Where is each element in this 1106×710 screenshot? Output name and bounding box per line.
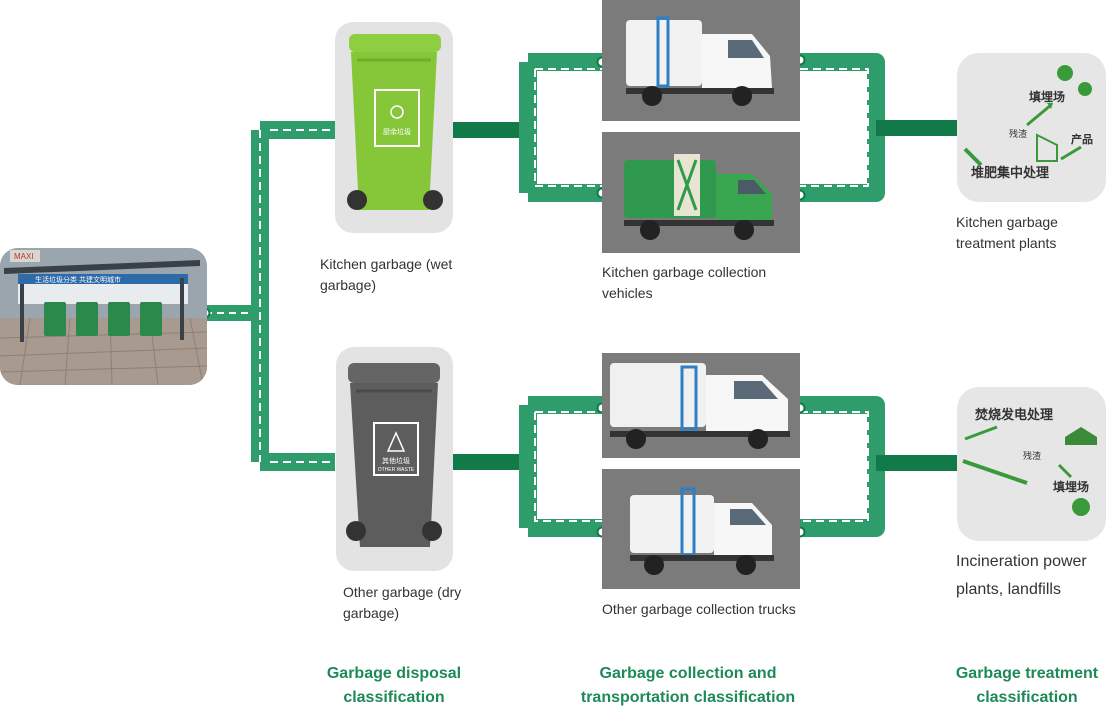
- station-banner-text: 生活垃圾分类 共建文明城市: [35, 275, 121, 284]
- kitchen-plant-label: Kitchen garbage treatment plants: [956, 214, 1058, 251]
- kitchen-vehicle-photo-2: [602, 132, 800, 253]
- kitchen-bin-photo: 厨余垃圾: [335, 22, 453, 233]
- other-plant-diagram: 焚烧发电处理 残渣 填埋场: [957, 387, 1106, 541]
- category-treatment: Garbage treatment classification: [955, 665, 1099, 706]
- other-bin-photo: 其他垃圾 OTHER WASTE: [336, 347, 453, 571]
- other-bin-subtext: OTHER WASTE: [378, 467, 415, 473]
- other-plant-text-2: 残渣: [1023, 450, 1041, 461]
- other-vehicle-photo-2: [602, 469, 800, 589]
- kitchen-plant-text-1: 填埋场: [1029, 89, 1065, 104]
- other-bin-label: Other garbage (dry garbage): [343, 584, 462, 621]
- kitchen-bin-label: Kitchen garbage (wet garbage): [320, 256, 453, 293]
- kitchen-vehicle-photo-1: [602, 0, 800, 121]
- other-plant-text-1: 焚烧发电处理: [974, 407, 1053, 422]
- collection-station-photo: MAXI 生活垃圾分类 共建文明城市: [0, 248, 207, 385]
- other-vehicle-photo-1: [602, 353, 800, 458]
- connector-other-bin-to-trucks: [453, 396, 602, 537]
- kitchen-plant-diagram: 填埋场 残渣 产品 堆肥集中处理: [957, 53, 1106, 202]
- station-sign-text: MAXI: [14, 252, 34, 261]
- connector-station-to-bins: [205, 121, 335, 471]
- category-transport: Garbage collection and transportation cl…: [580, 665, 796, 706]
- kitchen-plant-text-4: 堆肥集中处理: [971, 165, 1049, 180]
- other-bin-text: 其他垃圾: [382, 456, 410, 465]
- connector-kitchen-bin-to-vehicles: [453, 53, 602, 202]
- kitchen-vehicles-label: Kitchen garbage collection vehicles: [602, 264, 767, 301]
- connector-other-trucks-to-plant: [800, 396, 958, 537]
- other-plant-text-3: 填埋场: [1053, 479, 1089, 494]
- other-plant-label: Incineration power plants, landfills: [956, 553, 1087, 598]
- kitchen-plant-text-3: 产品: [1071, 132, 1093, 146]
- connector-kitchen-vehicles-to-plant: [800, 53, 958, 202]
- category-disposal: Garbage disposal classification: [326, 665, 462, 706]
- kitchen-bin-text: 厨余垃圾: [383, 127, 411, 136]
- kitchen-plant-text-2: 残渣: [1009, 128, 1027, 139]
- other-trucks-label: Other garbage collection trucks: [602, 601, 796, 617]
